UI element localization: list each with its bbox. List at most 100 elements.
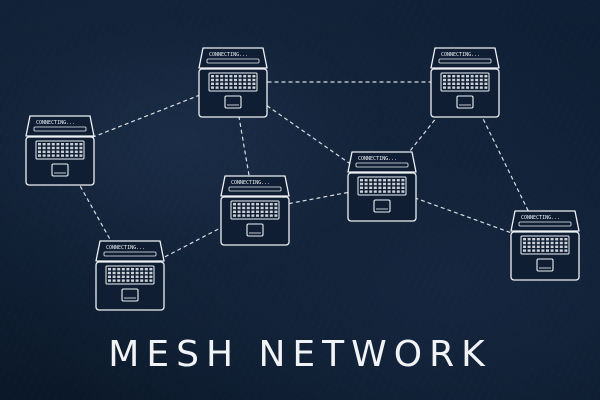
key — [38, 150, 41, 153]
key — [555, 245, 559, 248]
key — [108, 268, 111, 271]
key — [215, 86, 219, 89]
key — [555, 249, 559, 252]
key — [117, 271, 121, 275]
key — [220, 82, 224, 85]
key — [392, 186, 396, 189]
key — [70, 154, 74, 157]
progress-bar — [103, 251, 157, 257]
screen — [220, 175, 290, 197]
key — [383, 186, 386, 189]
key — [61, 143, 64, 146]
screen — [510, 210, 580, 232]
key — [121, 275, 125, 278]
key — [61, 154, 64, 157]
key — [452, 78, 456, 82]
key — [247, 86, 251, 89]
key — [523, 238, 526, 241]
key — [479, 86, 483, 89]
key — [364, 179, 368, 182]
key — [220, 86, 224, 89]
key — [246, 203, 250, 206]
key — [378, 186, 382, 189]
key — [392, 182, 396, 186]
key — [112, 271, 116, 275]
laptop-3: CONNECTING... — [430, 47, 500, 118]
key — [559, 241, 563, 245]
key — [369, 179, 373, 182]
trackpad — [246, 223, 264, 237]
screen — [347, 151, 417, 173]
key — [541, 241, 545, 245]
key — [274, 203, 278, 206]
key — [479, 82, 483, 85]
key — [251, 214, 255, 217]
progress-bar — [355, 162, 409, 168]
key — [121, 279, 125, 282]
key — [149, 271, 153, 275]
key — [237, 206, 241, 210]
key — [38, 143, 41, 146]
status-text: CONNECTING... — [209, 52, 248, 58]
laptop-7: CONNECTING... — [95, 240, 165, 311]
key — [234, 78, 237, 82]
key — [243, 82, 247, 85]
key — [383, 182, 386, 186]
key — [466, 75, 469, 78]
key — [238, 86, 242, 89]
key — [536, 249, 540, 252]
key — [274, 210, 278, 213]
key — [251, 206, 255, 210]
key — [550, 249, 554, 252]
keyboard-keys — [360, 179, 405, 193]
key — [373, 190, 377, 193]
key — [523, 241, 526, 245]
key — [65, 143, 69, 146]
key — [401, 190, 405, 193]
key — [260, 210, 264, 213]
key — [243, 78, 247, 82]
keyboard — [357, 176, 407, 196]
key — [140, 279, 144, 282]
trackpad — [373, 199, 391, 213]
key — [401, 179, 405, 182]
key — [461, 78, 465, 82]
key — [233, 203, 236, 206]
key — [47, 150, 51, 153]
key — [546, 249, 549, 252]
trackpad — [224, 95, 242, 109]
key — [274, 206, 278, 210]
key — [265, 210, 269, 213]
key — [61, 146, 64, 150]
key — [401, 182, 405, 186]
key — [564, 238, 568, 241]
key — [456, 86, 460, 89]
key — [373, 179, 377, 182]
key — [47, 154, 51, 157]
key — [42, 146, 46, 150]
key — [364, 190, 368, 193]
key — [256, 210, 259, 213]
key — [211, 75, 214, 78]
progress-bar — [228, 186, 282, 192]
key — [447, 78, 451, 82]
key — [112, 268, 116, 271]
key — [140, 271, 144, 275]
key — [229, 82, 233, 85]
key — [252, 75, 256, 78]
key — [466, 82, 469, 85]
key — [126, 279, 130, 282]
key — [246, 214, 250, 217]
key — [536, 241, 540, 245]
key — [74, 143, 78, 146]
key — [70, 150, 74, 153]
key — [211, 86, 214, 89]
key — [269, 203, 273, 206]
key — [126, 271, 130, 275]
key — [224, 75, 228, 78]
key — [61, 150, 64, 153]
key — [546, 241, 549, 245]
key — [242, 203, 246, 206]
key — [475, 86, 479, 89]
